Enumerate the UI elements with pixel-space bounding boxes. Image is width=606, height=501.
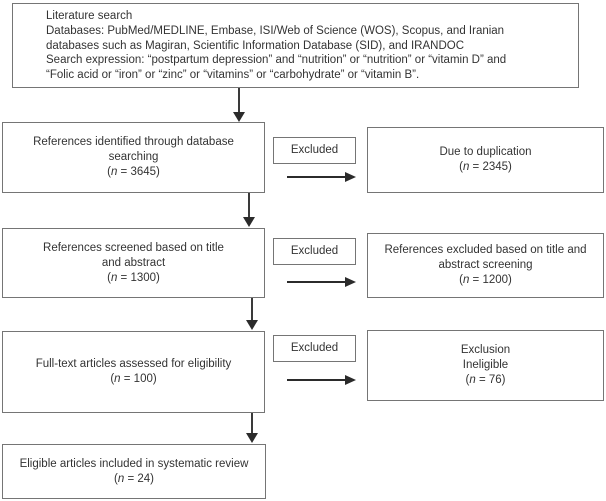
- box-line: abstract screening: [438, 259, 533, 271]
- right-arrow-icon: [345, 171, 356, 182]
- down-arrow-line-4: [251, 413, 253, 433]
- literature-search-line: “Folic acid or “iron” or “zinc” or “vita…: [46, 69, 420, 82]
- excluded-label: Excluded: [290, 144, 339, 156]
- right-arrow-line-3: [287, 379, 345, 381]
- box-n-line: (n = 24): [114, 472, 154, 485]
- down-arrow-icon: [242, 217, 255, 227]
- down-arrow-icon: [245, 320, 258, 330]
- screened-box: References screened based on title and a…: [2, 228, 265, 298]
- fulltext-box: Full-text articles assessed for eligibil…: [2, 331, 265, 413]
- box-line: References identified through database: [33, 136, 234, 148]
- excluded-box-3: Excluded: [273, 335, 356, 362]
- n-variable: n: [117, 472, 125, 485]
- box-n-line: (n = 1200): [459, 274, 512, 286]
- literature-search-line: Databases: PubMed/MEDLINE, Embase, ISI/W…: [46, 24, 505, 37]
- right-arrow-line-2: [287, 281, 345, 283]
- eligible-box: Eligible articles included in systematic…: [2, 444, 266, 499]
- box-line: Ineligible: [462, 359, 509, 371]
- box-line: References screened based on title: [43, 241, 224, 254]
- box-line: References excluded based on title and: [384, 244, 587, 256]
- right-arrow-line-1: [287, 176, 345, 178]
- literature-search-box: Literature search Databases: PubMed/MEDL…: [12, 3, 579, 88]
- identified-box: References identified through database s…: [2, 122, 265, 193]
- box-n-line: (n = 100): [110, 373, 157, 385]
- box-line: and abstract: [101, 256, 166, 269]
- box-line: Due to duplication: [439, 146, 532, 158]
- down-arrow-line-3: [251, 298, 253, 320]
- n-variable: n: [110, 271, 118, 284]
- down-arrow-icon: [232, 112, 245, 122]
- literature-search-line: databases such as Magiran, Scientific In…: [46, 39, 465, 52]
- excluded-box-1: Excluded: [273, 137, 356, 164]
- box-n-line: (n = 1300): [107, 271, 160, 284]
- down-arrow-line-1: [238, 88, 240, 112]
- down-arrow-line-2: [248, 193, 250, 217]
- box-line: Exclusion: [460, 344, 511, 356]
- ineligible-box: Exclusion Ineligible (n = 76): [367, 330, 604, 401]
- n-variable: n: [110, 166, 118, 178]
- n-variable: n: [462, 161, 470, 173]
- n-variable: n: [462, 274, 470, 286]
- box-n-line: (n = 3645): [107, 166, 160, 178]
- box-line: searching: [108, 151, 159, 163]
- box-n-line: (n = 2345): [459, 161, 512, 173]
- excluded-label: Excluded: [290, 342, 339, 354]
- right-arrow-icon: [345, 374, 356, 385]
- box-line: Full-text articles assessed for eligibil…: [35, 358, 232, 370]
- excluded-label: Excluded: [290, 245, 339, 257]
- n-variable: n: [469, 374, 476, 386]
- right-arrow-icon: [345, 276, 356, 287]
- n-variable: n: [114, 373, 121, 385]
- duplication-box: Due to duplication (n = 2345): [367, 127, 604, 193]
- box-n-line: (n = 76): [465, 374, 506, 386]
- box-line: Eligible articles included in systematic…: [19, 457, 249, 470]
- literature-search-line: Search expression: “postpartum depressio…: [46, 54, 507, 67]
- literature-search-line: Literature search: [46, 10, 133, 22]
- down-arrow-icon: [245, 433, 258, 443]
- title-abstract-excluded-box: References excluded based on title and a…: [367, 233, 604, 298]
- excluded-box-2: Excluded: [273, 238, 356, 265]
